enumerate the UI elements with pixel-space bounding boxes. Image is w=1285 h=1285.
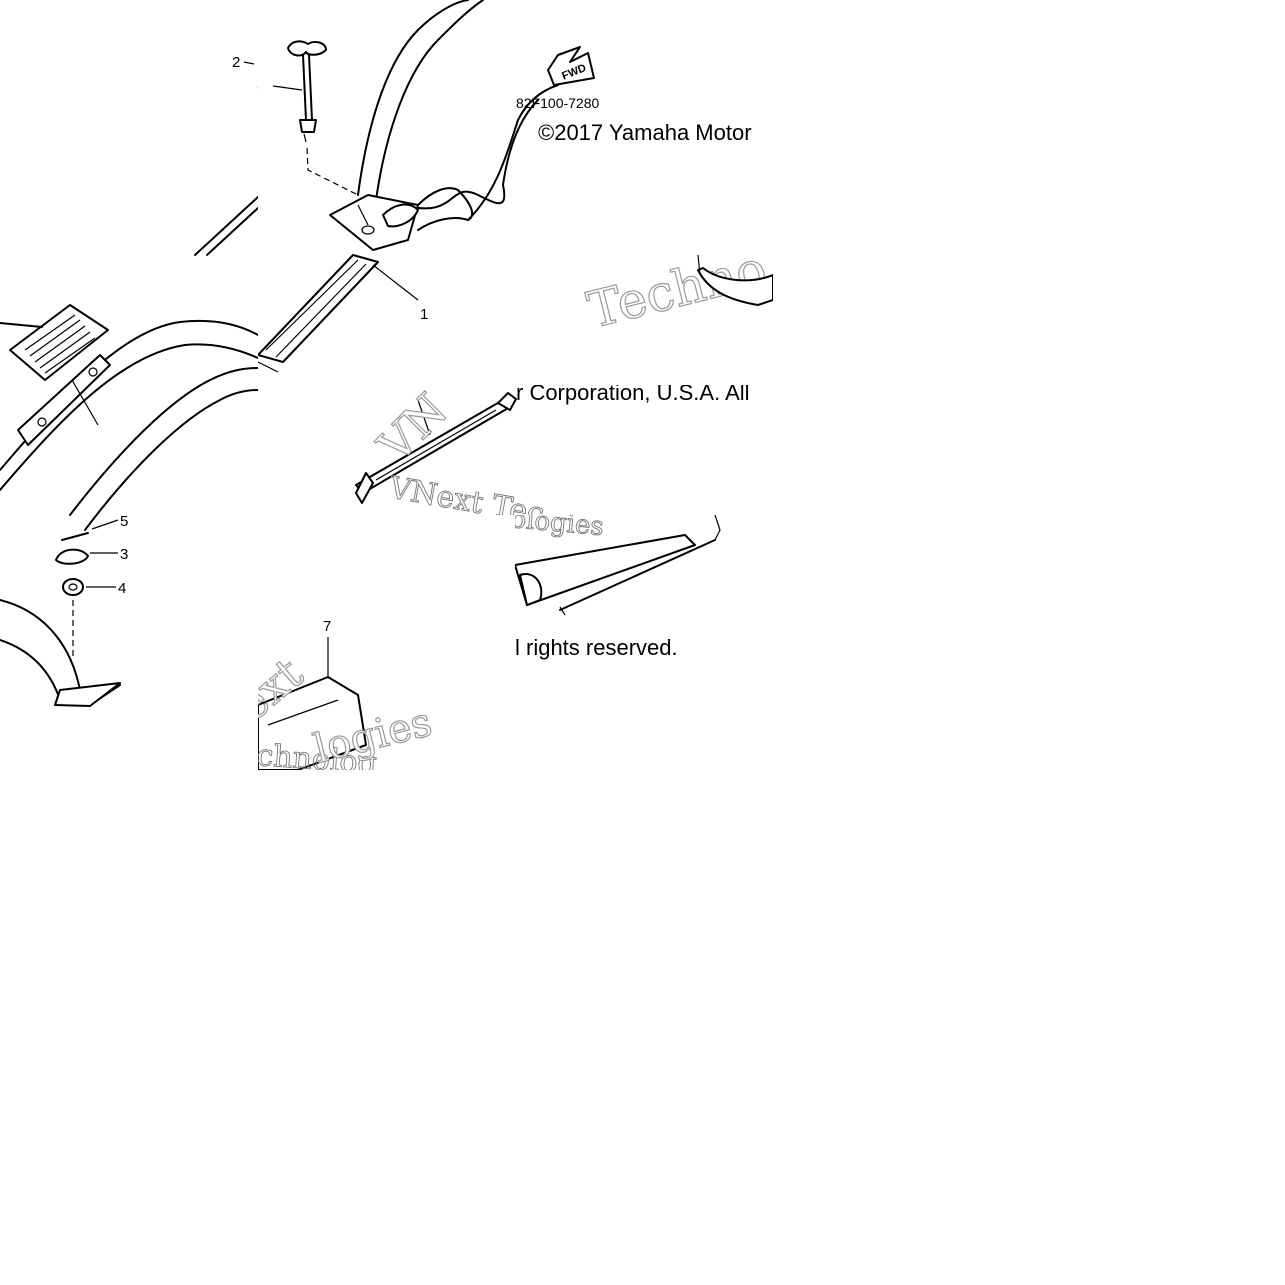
wing-bolt [287, 40, 359, 196]
frame-rail [258, 254, 379, 373]
diagram-tile-middle: VNext Tec VN r Corporation, U.S.A. All 8 [258, 385, 773, 515]
diagram-tile-bottom: 7 ext chnolog logies [258, 615, 516, 770]
callout-3: 3 [120, 546, 128, 563]
callout-6: 6 [257, 79, 258, 96]
diagram-tile-left: 5 3 4 2 6 [0, 0, 258, 770]
diagram-tile-lower-right: ologies l rights reserved. [515, 515, 773, 670]
fender-bracket [329, 187, 474, 251]
callout-2: 2 [232, 54, 240, 71]
decal-plate [9, 304, 109, 381]
diagram-tile-upper: 1 FWD 82F100-7280 Techno ©2017 Yamaha Mo… [258, 0, 773, 385]
watermark-vnext: VNext Tec [386, 470, 547, 515]
copyright-line-2: r Corporation, U.S.A. All [516, 385, 750, 405]
watermark-ologies: ologies [515, 515, 605, 542]
copyright-line-3: l rights reserved. [515, 635, 678, 660]
callout-7: 7 [323, 618, 331, 635]
callout-4: 4 [118, 580, 126, 597]
part-number-label: 82F100-7280 [516, 95, 600, 111]
hardware-stack [55, 532, 89, 660]
callout-1: 1 [420, 306, 428, 323]
callout-5: 5 [120, 513, 128, 530]
fwd-arrow [547, 46, 595, 86]
copyright-line-1: ©2017 Yamaha Motor [538, 120, 752, 145]
